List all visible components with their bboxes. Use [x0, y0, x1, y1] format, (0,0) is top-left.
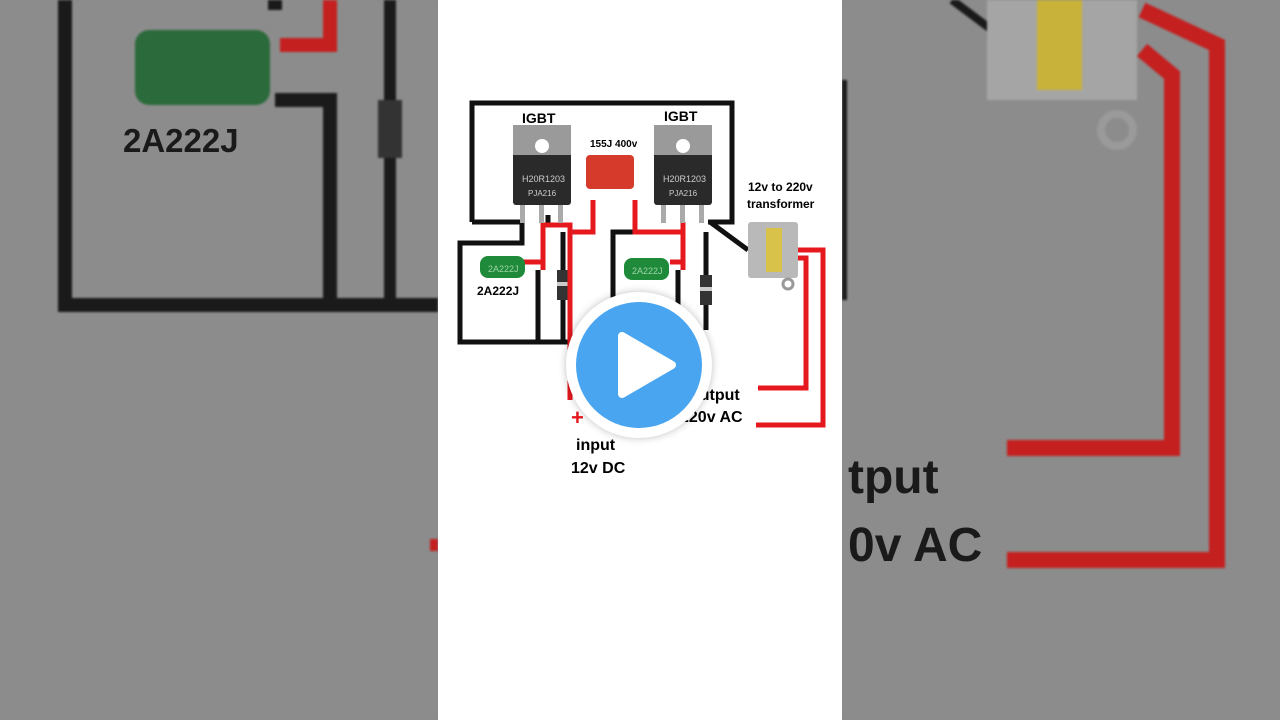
blurred-output-label-1: tput	[848, 451, 939, 504]
output-label-line-2: 220v AC	[680, 409, 743, 426]
igbt-left-marking-2: PJA216	[528, 189, 557, 198]
play-button-circle	[576, 302, 702, 428]
capacitor-value-label: 155J 400v	[590, 139, 638, 150]
blurred-circuit-right	[842, 0, 1280, 720]
input-label-line-2: 12v DC	[571, 460, 626, 477]
transformer-label-line-2: transformer	[747, 197, 815, 211]
igbt-left-label: IGBT	[522, 110, 556, 126]
blurred-background-left: 2A222J	[0, 0, 438, 720]
igbt-right-marking-2: PJA216	[669, 189, 698, 198]
video-frame[interactable]: 2A222J 2A222J H20R1203 PJA216 H20R1203 P…	[438, 0, 842, 720]
blurred-background-right: tput 0v AC	[842, 0, 1280, 720]
capacitor-left-label: 2A222J	[477, 284, 520, 298]
play-icon	[618, 332, 676, 398]
blurred-circuit-left	[0, 0, 438, 720]
cap-right-body-text: 2A222J	[632, 266, 663, 276]
circuit-diagram: 2A222J 2A222J H20R1203 PJA216 H20R1203 P…	[457, 100, 826, 428]
transformer-label-line-1: 12v to 220v	[748, 180, 813, 194]
cap-left-body-text: 2A222J	[488, 264, 519, 274]
input-plus-sign: +	[571, 405, 584, 430]
play-button[interactable]	[566, 292, 712, 438]
input-label-line-1: input	[576, 437, 616, 454]
igbt-right-marking-1: H20R1203	[663, 174, 706, 184]
blurred-cap-label: 2A222J	[123, 122, 239, 159]
igbt-left-marking-1: H20R1203	[522, 174, 565, 184]
igbt-right-label: IGBT	[664, 108, 698, 124]
blurred-output-label-2: 0v AC	[848, 519, 983, 572]
